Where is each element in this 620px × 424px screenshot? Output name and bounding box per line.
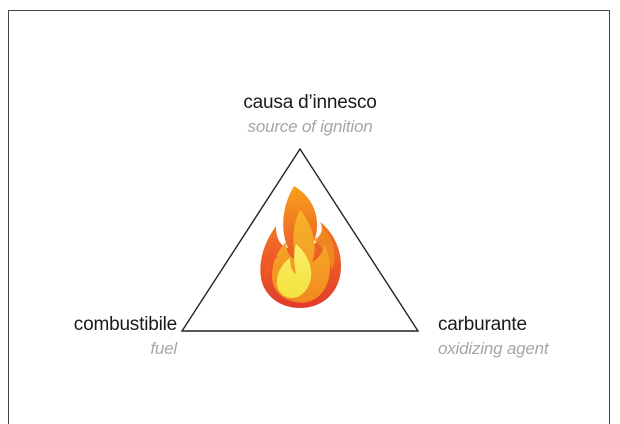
fire-triangle-outline xyxy=(180,147,420,332)
node-oxidizer-label: carburante xyxy=(438,314,527,335)
node-ignition-label: causa d’innesco xyxy=(243,92,377,113)
node-oxidizer-sublabel: oxidizing agent xyxy=(438,339,549,358)
node-fuel-label: combustibile xyxy=(73,314,177,335)
node-ignition-sublabel: source of ignition xyxy=(247,117,373,136)
node-ignition: causa d’innesco source of ignition xyxy=(200,91,420,139)
node-oxidizer: carburante oxidizing agent xyxy=(438,313,549,361)
flame-icon xyxy=(260,186,342,308)
node-fuel-sublabel: fuel xyxy=(150,339,177,358)
node-fuel: combustibile fuel xyxy=(74,313,177,361)
